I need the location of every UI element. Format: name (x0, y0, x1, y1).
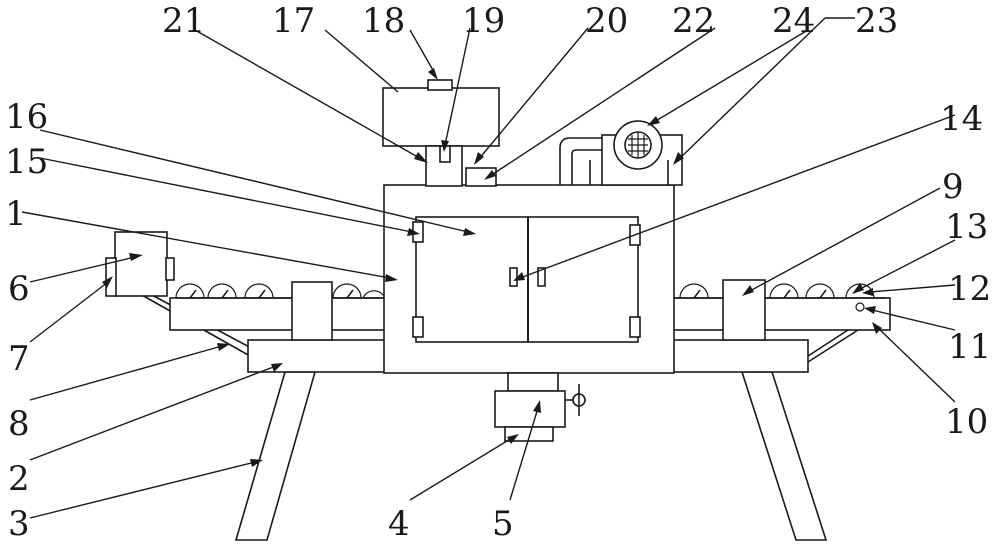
label-20: 20 (585, 1, 628, 41)
label-5: 5 (492, 504, 514, 544)
bottom-neck (507, 372, 559, 392)
leg-left (234, 371, 317, 541)
callout-labels: 21 17 18 19 20 22 24 23 16 15 14 1 9 13 … (5, 1, 991, 544)
roller-axle (855, 302, 865, 312)
label-10: 10 (945, 402, 988, 442)
duct-inner (571, 149, 620, 185)
label-3: 3 (8, 504, 30, 544)
label-9: 9 (942, 167, 964, 207)
roller-mark (189, 289, 197, 299)
roller-mark (819, 289, 827, 299)
block-left (291, 281, 333, 341)
leg-right (740, 371, 828, 541)
roller-mark (221, 289, 229, 299)
tank-cap (427, 79, 453, 91)
motor-left-shaft (165, 257, 175, 281)
conveyor-left-frame (169, 297, 386, 331)
label-24: 24 (772, 1, 815, 41)
label-1: 1 (5, 194, 27, 234)
tank-body (382, 87, 500, 147)
roller-mark (346, 289, 354, 299)
motor-left (105, 231, 175, 297)
label-12: 12 (948, 269, 991, 309)
roller-mark (783, 289, 791, 299)
hinge (412, 316, 424, 338)
label-6: 6 (8, 269, 30, 309)
conveyor-left (169, 281, 386, 341)
fan-assembly (559, 120, 683, 186)
bottom-box (494, 390, 566, 428)
label-2: 2 (8, 459, 30, 499)
housing-body (383, 184, 675, 374)
label-23: 23 (855, 1, 898, 41)
hinge (629, 316, 641, 338)
label-13: 13 (945, 207, 988, 247)
main-housing (383, 184, 675, 374)
label-21: 21 (162, 1, 205, 41)
strut-right-1 (807, 329, 849, 357)
label-16: 16 (5, 97, 48, 137)
feed-box (465, 167, 497, 187)
block-right (722, 279, 766, 341)
leader-lines (21, 17, 956, 519)
label-18: 18 (362, 1, 405, 41)
conveyor-right-rollers (679, 283, 875, 299)
duct-outer (559, 137, 620, 185)
roller-mark (693, 289, 701, 299)
label-7: 7 (8, 339, 30, 379)
label-19: 19 (462, 1, 505, 41)
bottom-outlet (504, 426, 554, 442)
strut-right-2 (807, 329, 859, 363)
top-tank (382, 79, 500, 187)
fan-grill (628, 132, 648, 158)
motor-left-flange (105, 257, 117, 297)
label-15: 15 (5, 142, 48, 182)
label-4: 4 (388, 504, 410, 544)
label-22: 22 (672, 1, 715, 41)
motor-left-body (114, 231, 168, 297)
conveyor-left-rollers (175, 283, 386, 299)
conveyor-right (671, 279, 891, 341)
label-8: 8 (8, 404, 30, 444)
handle-left (509, 267, 518, 287)
label-17: 17 (272, 1, 315, 41)
roller-mark (258, 289, 266, 299)
label-11: 11 (948, 327, 991, 367)
bottom-unit (494, 372, 586, 442)
label-14: 14 (940, 99, 983, 139)
conveyor-right-frame (671, 297, 891, 331)
handle-right (537, 267, 546, 287)
